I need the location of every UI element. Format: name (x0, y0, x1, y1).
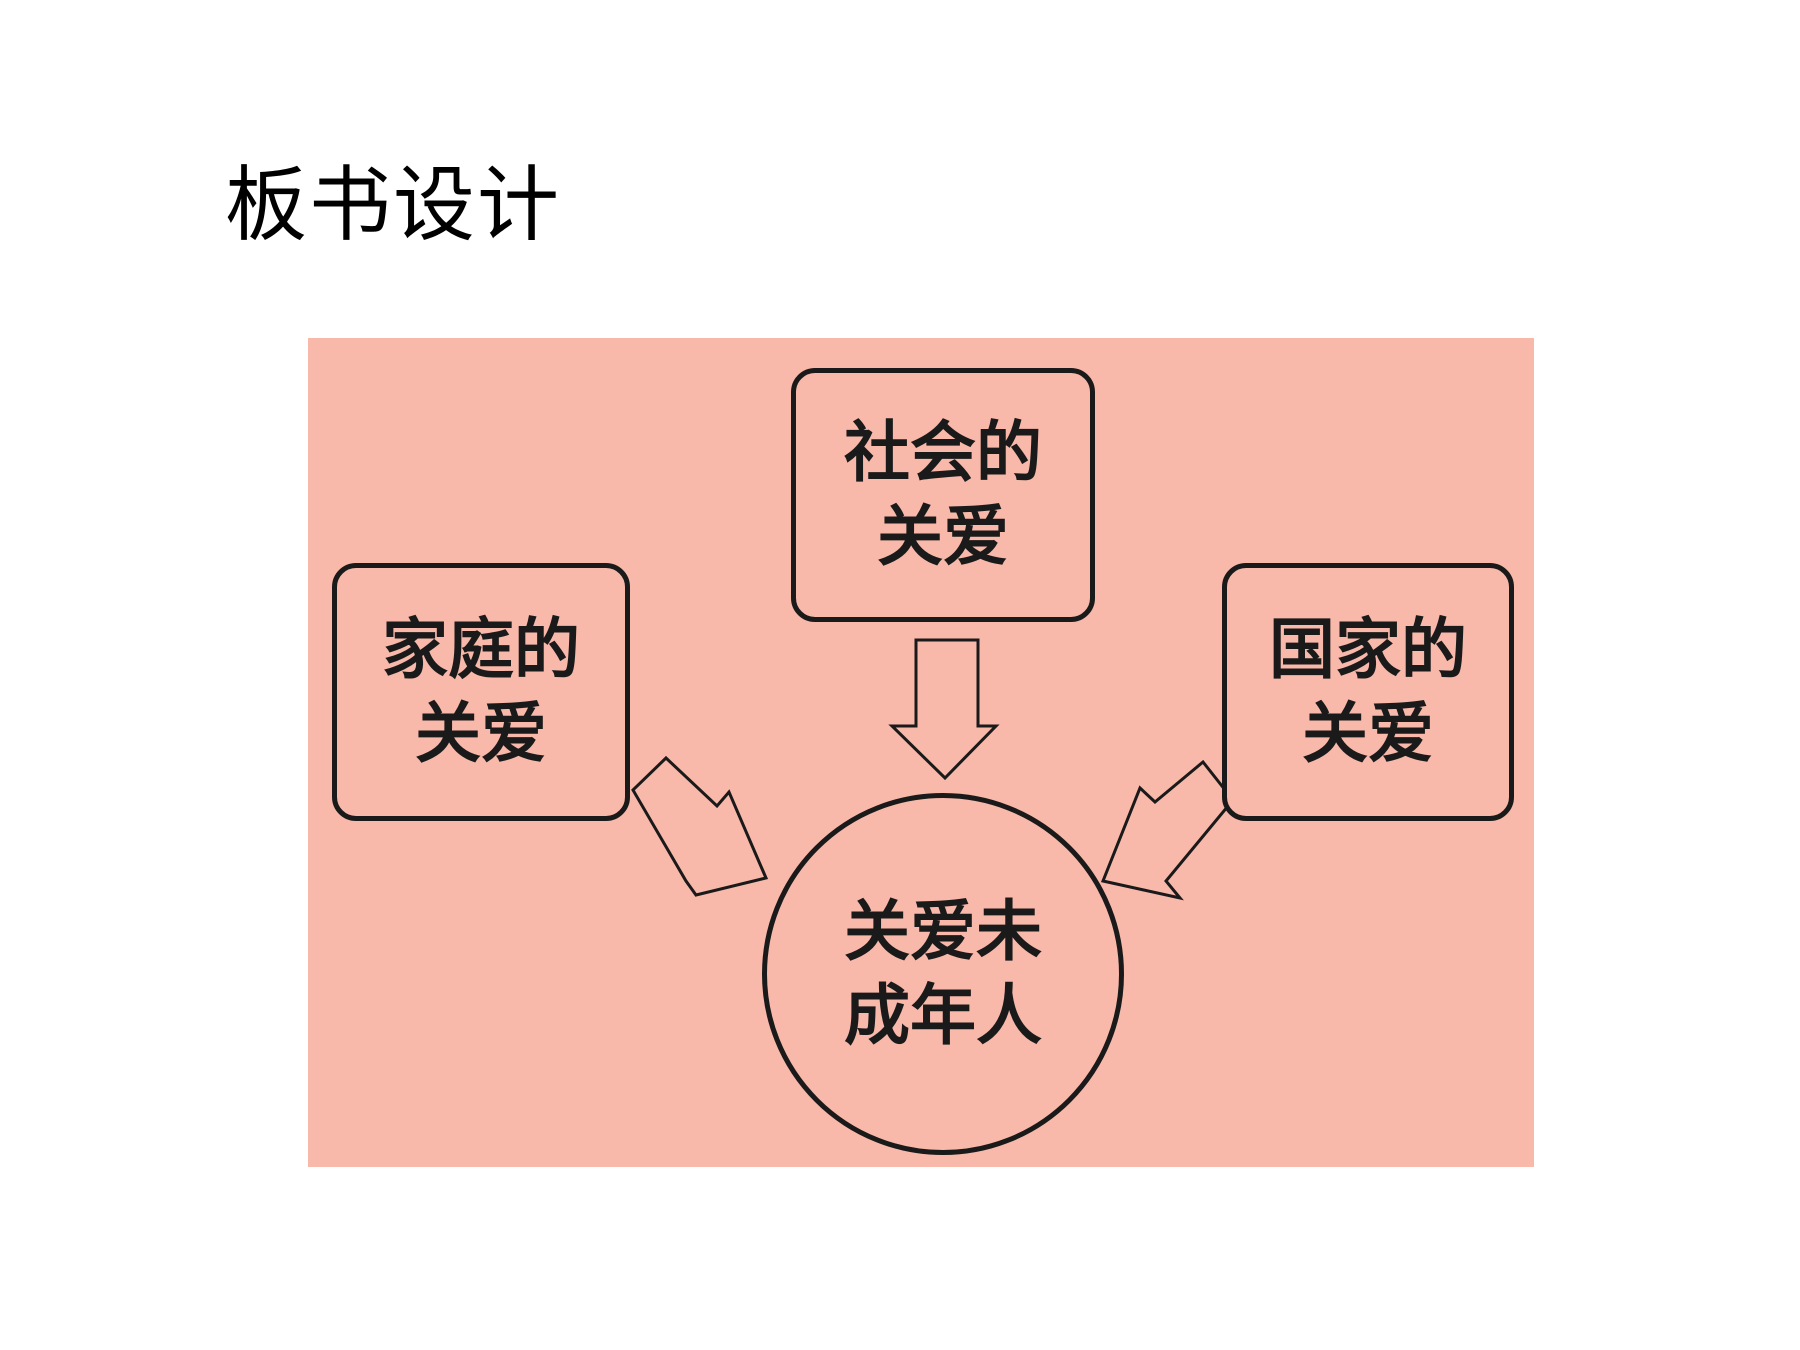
node-care-for-minors: 关爱未 成年人 (762, 793, 1124, 1155)
arrow-family-to-center (631, 755, 769, 897)
node-family-care: 家庭的 关爱 (332, 563, 630, 821)
arrow-society-to-center (888, 638, 1000, 781)
node-care-for-minors-label: 关爱未 成年人 (844, 893, 1042, 1054)
arrow-nation-to-center (1100, 759, 1235, 901)
node-society-care: 社会的 关爱 (791, 368, 1095, 622)
node-nation-care-label: 国家的 关爱 (1269, 611, 1467, 772)
diagram-panel: 社会的 关爱 家庭的 关爱 国家的 关爱 关爱未 成年人 (308, 338, 1534, 1167)
slide-title: 板书设计 (225, 158, 562, 253)
node-family-care-label: 家庭的 关爱 (382, 611, 580, 772)
node-nation-care: 国家的 关爱 (1222, 563, 1514, 821)
node-society-care-label: 社会的 关爱 (844, 414, 1042, 575)
